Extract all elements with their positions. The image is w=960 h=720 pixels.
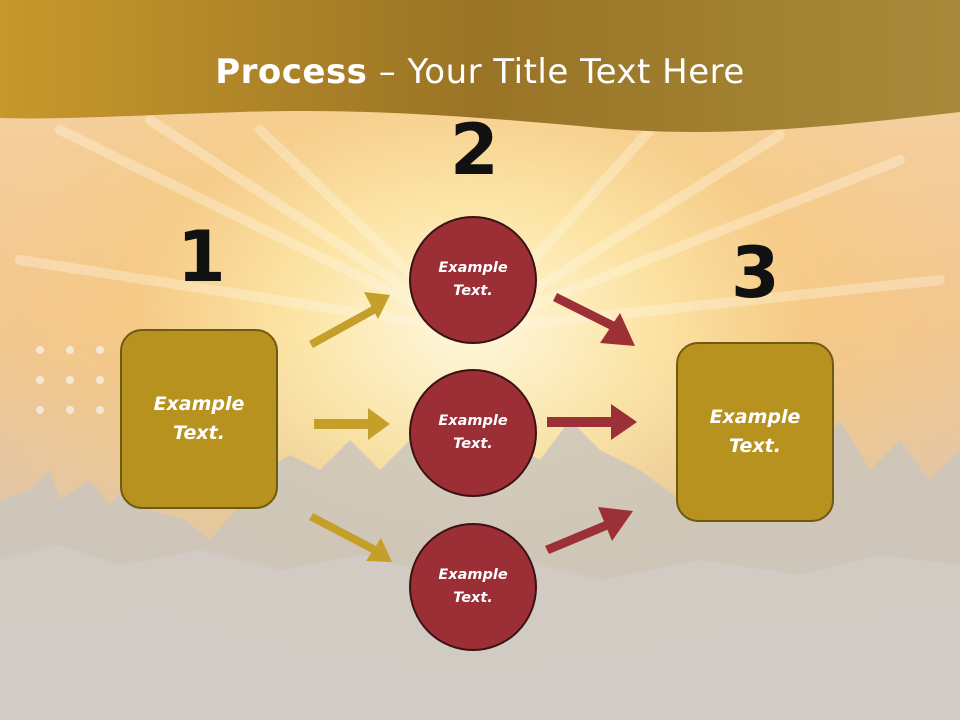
arrow-red-mid (547, 404, 637, 440)
slide-title: Process – Your Title Text Here (0, 52, 960, 92)
title-rest: – Your Title Text Here (367, 52, 745, 92)
circle-top-text: Example Text. (438, 260, 508, 299)
circle-middle-text: Example Text. (438, 413, 508, 452)
circle-step-bottom: Example Text. (409, 523, 537, 651)
header-band (0, 0, 960, 133)
step-number-1: 1 (177, 216, 226, 298)
circle-step-middle: Example Text. (409, 369, 537, 497)
circle-bottom-text: Example Text. (438, 567, 508, 606)
right-step-box: Example Text. (676, 342, 834, 522)
left-step-text: Example Text. (153, 393, 245, 444)
arrow-red-down (553, 293, 635, 346)
arrow-red-up (545, 507, 633, 554)
right-step-text: Example Text. (709, 406, 801, 457)
title-bold: Process (215, 52, 368, 92)
circle-step-top: Example Text. (409, 216, 537, 344)
step-number-3: 3 (731, 232, 780, 314)
arrow-gold-up (309, 292, 390, 348)
arrow-gold-mid (314, 408, 390, 440)
left-step-box: Example Text. (120, 329, 278, 509)
arrow-gold-down (309, 513, 392, 562)
step-number-2: 2 (450, 109, 499, 191)
